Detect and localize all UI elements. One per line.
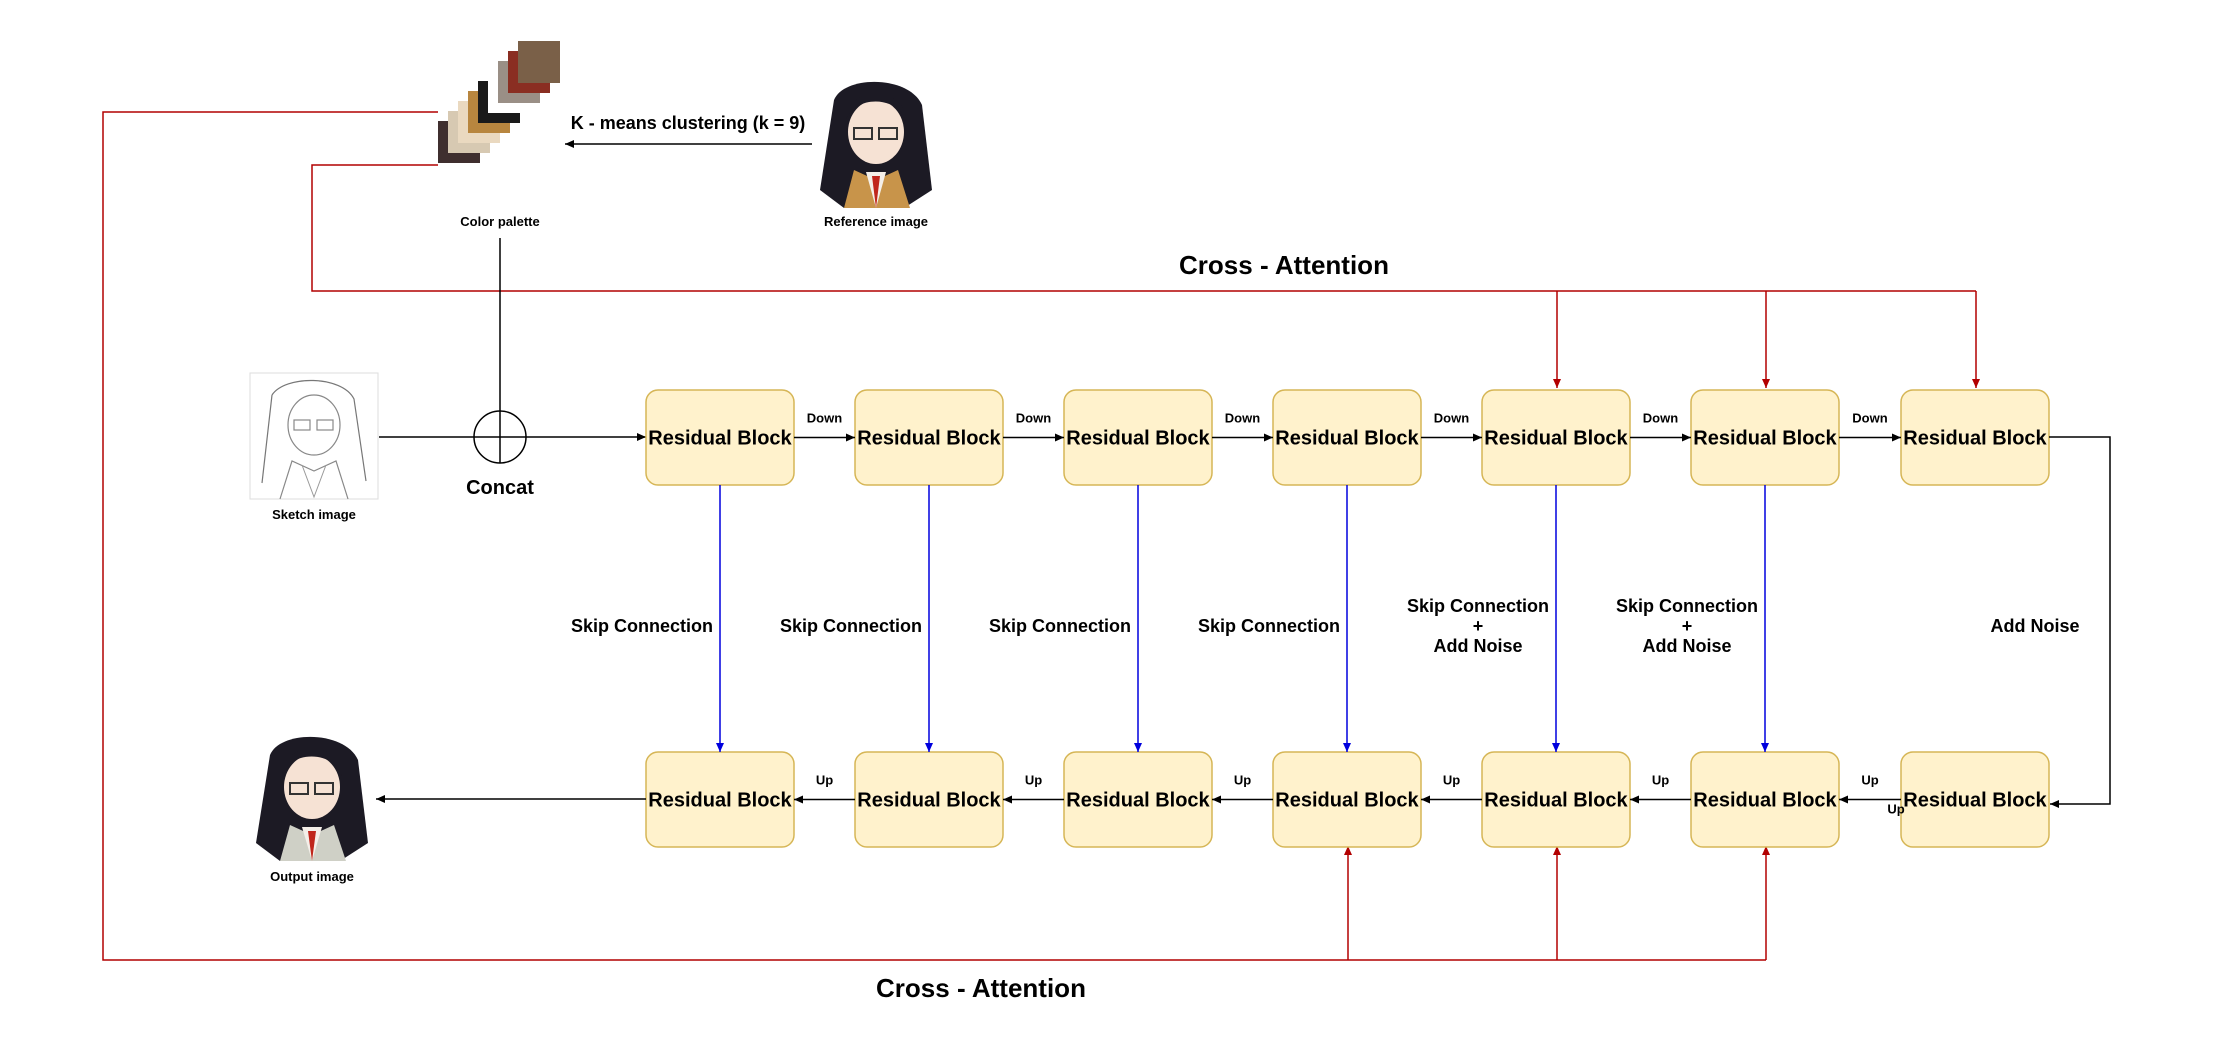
add-noise-label: Add Noise	[1990, 616, 2079, 636]
skip-noise-label: Skip Connection	[1616, 596, 1758, 616]
block-label: Residual Block	[857, 428, 1001, 450]
down-label: Down	[1852, 411, 1887, 426]
up-label: Up	[1887, 802, 1904, 817]
sketch-image-caption: Sketch image	[272, 507, 356, 522]
block-label: Residual Block	[1903, 428, 2047, 450]
encoder-block-7: Residual Block	[1900, 389, 2050, 486]
color-palette-image	[438, 41, 560, 163]
color-palette-caption: Color palette	[460, 214, 539, 229]
encoder-block-6: Residual Block	[1690, 389, 1840, 486]
sketch-image	[249, 372, 379, 500]
block-label: Residual Block	[648, 790, 792, 812]
up-label: Up	[1234, 773, 1251, 788]
skip-noise-label: Add Noise	[1433, 636, 1522, 656]
cross-attention-bottom-line	[102, 111, 1766, 961]
down-label: Down	[1016, 411, 1051, 426]
decoder-block-5: Residual Block	[1481, 751, 1631, 848]
block-label: Residual Block	[1484, 790, 1628, 812]
block-label: Residual Block	[1275, 790, 1419, 812]
output-image	[250, 735, 374, 861]
block-label: Residual Block	[1066, 790, 1210, 812]
skip-connection-label: Skip Connection	[1198, 616, 1340, 636]
decoder-block-1: Residual Block	[645, 751, 795, 848]
skip-noise-label: Add Noise	[1642, 636, 1731, 656]
down-label: Down	[1643, 411, 1678, 426]
skip-noise-label: Skip Connection	[1407, 596, 1549, 616]
down-label: Down	[1225, 411, 1260, 426]
concat-node	[473, 410, 527, 464]
skip-noise-label: +	[1473, 616, 1484, 636]
add-noise-line	[2049, 436, 2111, 808]
encoder-block-3: Residual Block	[1063, 389, 1213, 486]
skip-connection-label: Skip Connection	[780, 616, 922, 636]
block-label: Residual Block	[648, 428, 792, 450]
encoder-block-5: Residual Block	[1481, 389, 1631, 486]
block-label: Residual Block	[1275, 428, 1419, 450]
down-label: Down	[1434, 411, 1469, 426]
up-label: Up	[1861, 773, 1878, 788]
up-label: Up	[1652, 773, 1669, 788]
cross-attention-bottom-label: Cross - Attention	[876, 973, 1086, 1003]
block-label: Residual Block	[1693, 428, 1837, 450]
cross-attention-top-line	[311, 164, 1976, 292]
decoder-block-4: Residual Block	[1272, 751, 1422, 848]
down-label: Down	[807, 411, 842, 426]
decoder-block-7: Residual Block	[1900, 751, 2050, 848]
decoder-block-2: Residual Block	[854, 751, 1004, 848]
block-label: Residual Block	[1484, 428, 1628, 450]
block-label: Residual Block	[1903, 790, 2047, 812]
kmeans-label: K - means clustering (k = 9)	[571, 113, 806, 133]
skip-noise-label: +	[1682, 616, 1693, 636]
cross-attention-top-label: Cross - Attention	[1179, 250, 1389, 280]
reference-image-caption: Reference image	[824, 214, 928, 229]
decoder-block-6: Residual Block	[1690, 751, 1840, 848]
block-label: Residual Block	[857, 790, 1001, 812]
up-label: Up	[816, 773, 833, 788]
block-label: Residual Block	[1066, 428, 1210, 450]
reference-image	[814, 80, 938, 208]
up-label: Up	[1025, 773, 1042, 788]
decoder-block-3: Residual Block	[1063, 751, 1213, 848]
decoder-row: Residual Block Residual Block Residual Blo…	[645, 751, 2050, 848]
encoder-block-1: Residual Block	[645, 389, 795, 486]
encoder-block-4: Residual Block	[1272, 389, 1422, 486]
encoder-block-2: Residual Block	[854, 389, 1004, 486]
encoder-row: Residual Block Residual Block Residual Blo…	[645, 389, 2050, 486]
palette-swatch	[518, 41, 560, 83]
skip-connection-label: Skip Connection	[989, 616, 1131, 636]
up-label: Up	[1443, 773, 1460, 788]
output-image-caption: Output image	[270, 869, 354, 884]
concat-label: Concat	[466, 477, 534, 499]
skip-connection-label: Skip Connection	[571, 616, 713, 636]
block-label: Residual Block	[1693, 790, 1837, 812]
